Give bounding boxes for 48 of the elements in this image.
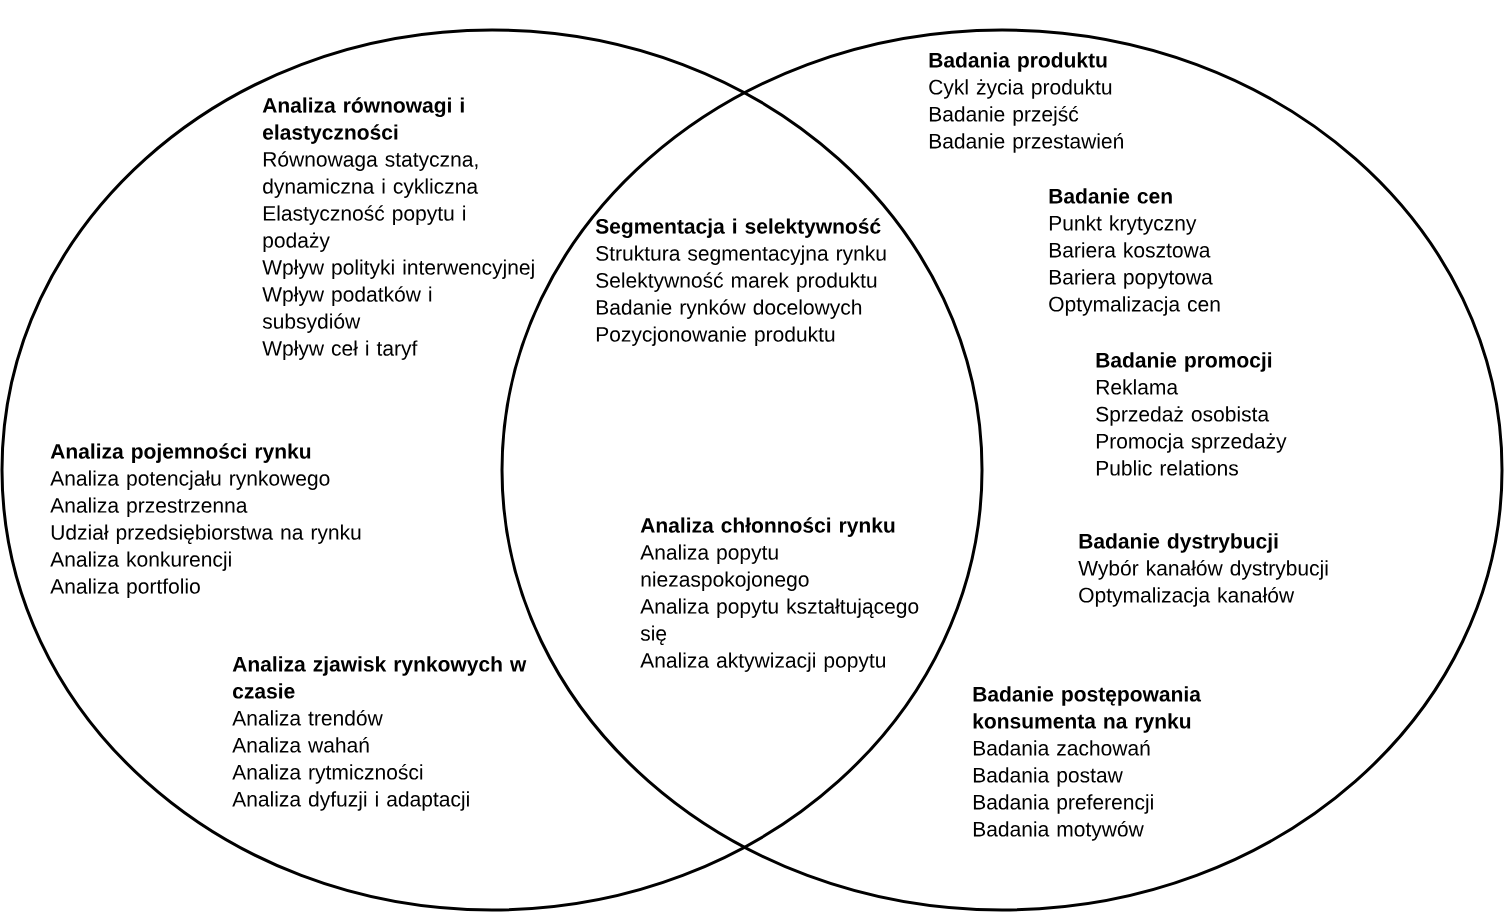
list-item: Analiza trendów bbox=[232, 709, 383, 726]
list-item: Sprzedaż osobista bbox=[1096, 406, 1270, 426]
list-item: Badanie przestawień bbox=[929, 132, 1123, 153]
heading: Analiza chłonności rynku bbox=[640, 517, 895, 537]
list-item: Analiza portfolio bbox=[50, 578, 200, 598]
list-item: Wpływ podatków i subsydiów bbox=[262, 286, 432, 333]
list-item: Wybór kanałów dystrybucji bbox=[1078, 559, 1328, 580]
list-item: Badania postaw bbox=[973, 767, 1123, 787]
list-item: Analiza potencjału rynkowego bbox=[50, 470, 330, 490]
heading: Badanie cen bbox=[1049, 188, 1172, 204]
list-item: Bariera kosztowa bbox=[1049, 242, 1211, 258]
list-item: Bariera popytowa bbox=[1049, 269, 1213, 289]
list-item: Wpływ ceł i taryf bbox=[262, 340, 418, 360]
heading: Analiza pojemności rynku bbox=[50, 443, 311, 463]
list-item: Analiza konkurencji bbox=[50, 551, 231, 571]
list-item: Elastyczność popytu i podaży bbox=[263, 205, 465, 252]
heading: Analiza zjawisk rynkowych w czasie bbox=[232, 656, 527, 699]
list-item: Punkt krytyczny bbox=[1049, 215, 1197, 235]
list-item: Analiza przestrzenna bbox=[50, 497, 248, 517]
list-item: Analiza wahań bbox=[232, 736, 369, 753]
list-item: Public relations bbox=[1096, 460, 1238, 476]
heading: Badania produktu bbox=[929, 52, 1107, 72]
heading: Analiza równowagi i elastyczności bbox=[262, 97, 464, 144]
list-item: Pozycjonowanie produktu bbox=[596, 326, 835, 346]
list-item: Analiza dyfuzji i adaptacji bbox=[232, 791, 469, 811]
list-item: Badanie rynków docelowych bbox=[596, 299, 862, 319]
heading: Segmentacja i selektywność bbox=[595, 218, 881, 239]
list-item: Reklama bbox=[1096, 379, 1179, 395]
list-item: Badania preferencji bbox=[973, 794, 1153, 814]
list-item: Analiza popytu niezaspokojonego bbox=[640, 544, 809, 591]
heading: Badanie dystrybucji bbox=[1079, 533, 1278, 553]
list-item: Analiza rytmiczności bbox=[232, 763, 423, 784]
list-item: Optymalizacja kanałów bbox=[1079, 586, 1295, 607]
list-item: Cykl życia produktu bbox=[929, 79, 1112, 99]
list-item: Analiza aktywizacji popytu bbox=[640, 652, 886, 672]
list-item: Badania zachowań bbox=[973, 739, 1150, 756]
list-item: Analiza popytu kształtującego się bbox=[640, 598, 919, 645]
list-item: Udział przedsiębiorstwa na rynku bbox=[51, 524, 361, 544]
list-item: Badania motywów bbox=[973, 820, 1144, 841]
list-item: Struktura segmentacyjna rynku bbox=[596, 245, 886, 265]
list-item: Selektywność marek produktu bbox=[596, 272, 877, 292]
list-item: Badanie przejść bbox=[929, 105, 1079, 126]
heading: Badanie promocji bbox=[1096, 352, 1272, 372]
list-item: Promocja sprzedaży bbox=[1096, 433, 1287, 453]
list-item: Wpływ polityki interwencyjnej bbox=[262, 259, 534, 279]
list-item: Równowaga statyczna, dynamiczna i cykliczna bbox=[263, 151, 479, 198]
heading: Badanie postępowania konsumenta na rynku bbox=[973, 686, 1202, 733]
list-item: Optymalizacja cen bbox=[1049, 296, 1220, 316]
